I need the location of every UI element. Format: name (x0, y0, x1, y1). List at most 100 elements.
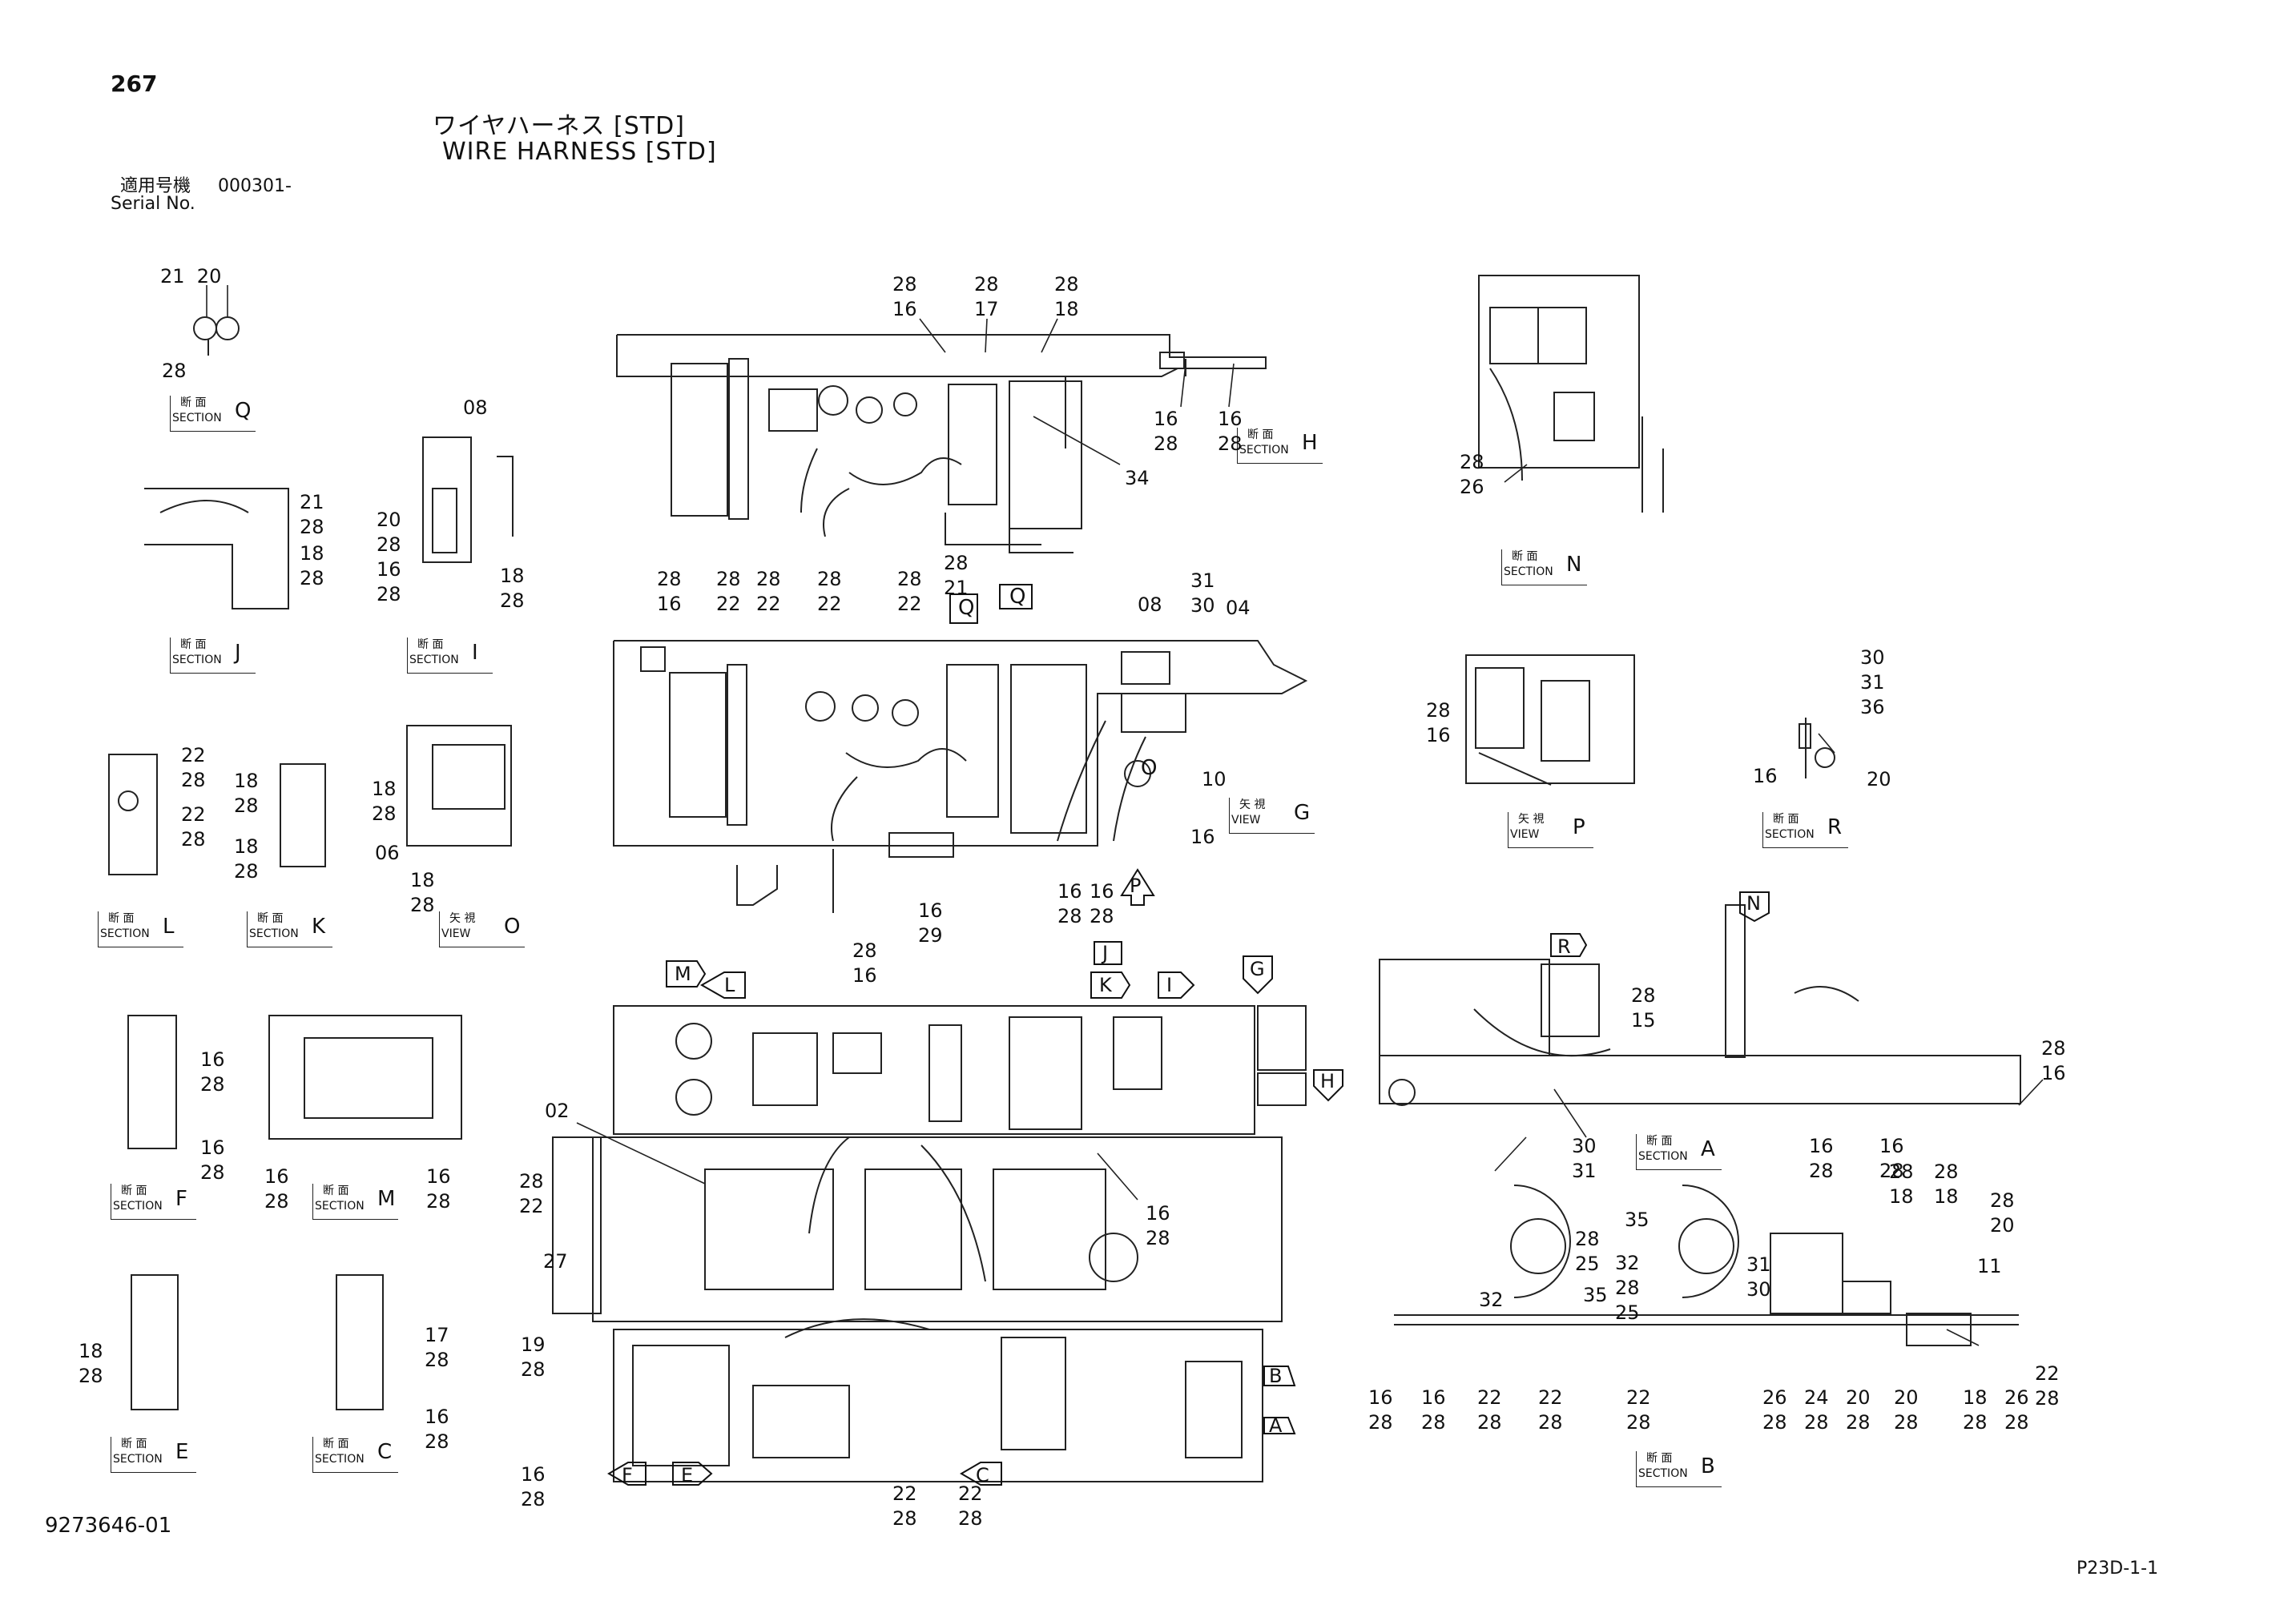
callout-c-i3: 18 28 (500, 565, 525, 612)
serial-value: 000301- (218, 176, 292, 196)
marker-l: L (724, 974, 735, 996)
callout-c-mid10: 10 (1202, 768, 1227, 790)
tag-english: SECTION (1239, 444, 1289, 457)
callout-c-mid6: 28 21 (944, 552, 969, 599)
top-plan-view-upper (616, 334, 1267, 553)
section-c-drawing (336, 1274, 384, 1410)
callout-c-q2: 28 (162, 360, 187, 382)
tag-letter: P (1573, 815, 1585, 839)
callout-c-sb9: 22 28 (2035, 1362, 2060, 1410)
callout-c-b3: 02 (545, 1100, 570, 1122)
callout-c-i1: 08 (463, 396, 488, 419)
tag-japanese: 断 面 (1646, 1452, 1673, 1465)
section-tag-o: 矢 視 VIEW O (439, 911, 525, 947)
page-reference: P23D-1-1 (2076, 1559, 2159, 1579)
marker-o: O (1141, 756, 1158, 780)
section-l-drawing (108, 754, 158, 875)
callout-c-c2: 16 28 (425, 1406, 449, 1453)
callout-c-m2: 16 28 (426, 1165, 451, 1213)
callout-c-a6: 28 18 (1934, 1160, 1959, 1208)
tag-english: SECTION (315, 1200, 365, 1213)
callout-c-a4: 16 28 (1879, 1135, 1904, 1182)
callout-c-sb3: 32 28 25 (1615, 1252, 1640, 1324)
callout-c-e1: 18 28 (79, 1340, 103, 1387)
callout-c-q: 21 20 (160, 265, 222, 288)
section-e-drawing (131, 1274, 179, 1410)
callout-c-sb5: 35 (1583, 1284, 1608, 1306)
callout-c-sb1: 35 (1625, 1209, 1649, 1231)
tag-english: SECTION (249, 927, 299, 940)
callout-c-l2: 22 28 (181, 803, 206, 851)
tag-letter: O (504, 915, 521, 939)
marker-b: B (1269, 1365, 1283, 1387)
callout-c-r2: 16 (1753, 765, 1778, 787)
tag-japanese: 矢 視 (449, 912, 476, 925)
section-i-drawing (422, 436, 514, 563)
callout-c-mid8: 31 30 (1190, 569, 1215, 617)
tag-japanese: 断 面 (1646, 1135, 1673, 1148)
tag-japanese: 断 面 (108, 912, 135, 925)
callout-c-b4: 28 22 (519, 1170, 544, 1217)
callout-c-top2: 28 17 (974, 273, 999, 320)
callout-c-sb2: 28 25 (1575, 1228, 1600, 1275)
tag-letter: B (1701, 1454, 1715, 1478)
tag-english: VIEW (441, 927, 471, 940)
callout-c-b9: 22 28 (958, 1482, 983, 1530)
callout-c-mid12: 16 28 (1057, 880, 1082, 927)
title-japanese: ワイヤハーネス [STD] (433, 112, 685, 140)
section-a-drawing (1379, 904, 2021, 1106)
tag-japanese: 断 面 (323, 1185, 349, 1197)
marker-h: H (1320, 1070, 1335, 1092)
callout-c-sb4: 32 (1479, 1289, 1504, 1311)
callout-c-b6: 19 28 (521, 1333, 546, 1381)
callout-c-a2: 30 31 (1572, 1135, 1597, 1182)
callout-c-mid1: 28 16 (657, 568, 682, 615)
callout-c-sb19: 18 28 (1963, 1386, 1988, 1434)
page-number: 267 (111, 70, 158, 97)
marker-q-1: Q (958, 596, 975, 620)
callout-c-top4: 16 28 (1154, 408, 1178, 455)
callout-c-mid5: 28 22 (897, 568, 922, 615)
view-markers (607, 584, 1770, 1486)
marker-g: G (1250, 958, 1265, 980)
callout-c-mid14: 16 29 (918, 899, 943, 947)
callout-c-l1: 22 28 (181, 744, 206, 791)
tag-letter: C (377, 1440, 393, 1464)
tag-english: SECTION (1765, 828, 1815, 841)
section-j-drawing (144, 488, 289, 609)
tag-letter: I (472, 641, 478, 665)
callout-c-o3: 18 28 (410, 869, 435, 916)
tag-japanese: 断 面 (180, 638, 207, 651)
section-m-drawing (268, 1015, 462, 1140)
callout-c-f2: 16 28 (200, 1136, 225, 1184)
section-r-drawing (1799, 718, 1835, 778)
callout-c-o2: 06 (375, 842, 400, 864)
marker-a: A (1269, 1414, 1283, 1437)
tag-japanese: 断 面 (1773, 813, 1799, 826)
tag-letter: M (377, 1187, 396, 1211)
callout-c-a5: 28 18 (1889, 1160, 1914, 1208)
callout-c-mid4: 28 22 (817, 568, 842, 615)
callout-c-top3: 28 18 (1054, 273, 1079, 320)
section-tag-m: 断 面 SECTION M (312, 1184, 398, 1220)
tag-letter: H (1302, 431, 1318, 455)
tag-japanese: 断 面 (121, 1185, 147, 1197)
callout-c-b7: 16 28 (521, 1463, 546, 1510)
marker-r: R (1557, 935, 1571, 958)
callout-c-j1: 21 28 (300, 491, 324, 538)
callout-c-sb15: 26 28 (1762, 1386, 1787, 1434)
tag-english: SECTION (172, 412, 222, 424)
callout-c-sb10: 16 28 (1368, 1386, 1393, 1434)
callout-c-sb12: 22 28 (1477, 1386, 1502, 1434)
tag-letter: A (1701, 1137, 1715, 1161)
callout-c-mid2: 28 22 (716, 568, 741, 615)
tag-letter: F (175, 1187, 187, 1211)
marker-e: E (681, 1464, 694, 1486)
callout-c-a1: 28 15 (1631, 984, 1656, 1032)
tag-letter: N (1566, 553, 1582, 577)
marker-q-2: Q (1009, 585, 1026, 609)
